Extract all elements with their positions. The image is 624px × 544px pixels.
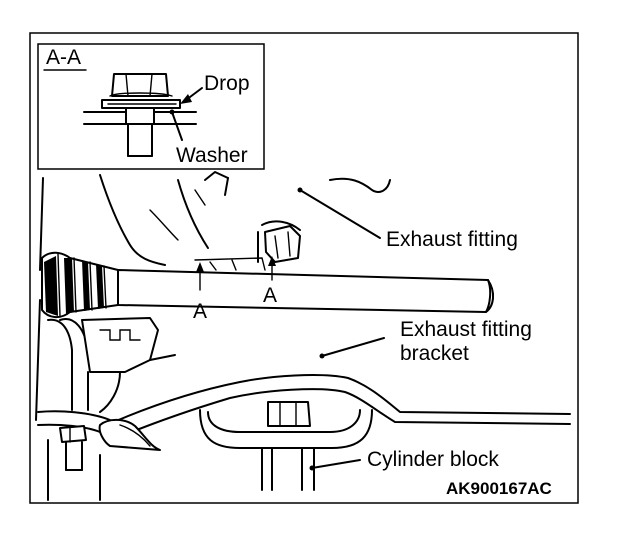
exhaust-fitting-bracket-label-line2: bracket — [400, 342, 469, 365]
lower-left-bolt — [59, 425, 87, 471]
exhaust-fitting-bracket — [117, 257, 494, 313]
exhaust-fitting-bolt — [257, 225, 301, 263]
rubber-boot — [41, 251, 119, 318]
exhaust-fitting-bracket-label-line1: Exhaust fitting — [400, 318, 532, 341]
figure-code: AK900167AC — [446, 479, 552, 498]
section-mark-lower: A — [193, 300, 207, 323]
washer-label: Washer — [176, 144, 248, 167]
drop-label: Drop — [204, 72, 250, 95]
section-label: A-A — [46, 46, 81, 69]
section-mark-upper: A — [263, 284, 277, 307]
figure-frame — [29, 32, 579, 504]
detail-inset: A-A Drop Washer — [37, 43, 265, 170]
engine-illustration — [35, 171, 571, 501]
callout-leaders — [297, 187, 385, 471]
exhaust-fitting-label: Exhaust fitting — [386, 228, 518, 251]
cylinder-block-mount — [199, 401, 373, 491]
cylinder-block-label: Cylinder block — [367, 448, 499, 471]
